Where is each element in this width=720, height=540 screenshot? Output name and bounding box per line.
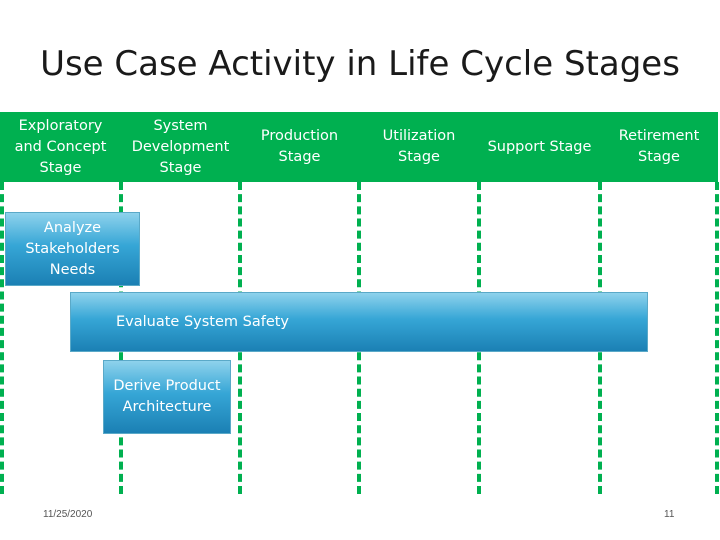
activity-derive-product-architecture: Derive Product Architecture [103,360,231,434]
stage-retirement: Retirement Stage [600,112,718,182]
stage-exploratory-concept: Exploratory and Concept Stage [0,112,121,182]
activity-evaluate-system-safety: Evaluate System Safety [70,292,648,352]
activity-analyze-stakeholders-needs: Analyze Stakeholders Needs [5,212,140,286]
stage-divider-line [715,182,719,494]
footer-date: 11/25/2020 [43,509,93,520]
stage-support: Support Stage [479,112,600,182]
stage-production: Production Stage [240,112,359,182]
stage-divider-line [0,182,4,494]
stage-system-development: System Development Stage [121,112,240,182]
slide-title: Use Case Activity in Life Cycle Stages [40,44,680,84]
footer-page-number: 11 [664,509,675,520]
stage-utilization: Utilization Stage [359,112,479,182]
